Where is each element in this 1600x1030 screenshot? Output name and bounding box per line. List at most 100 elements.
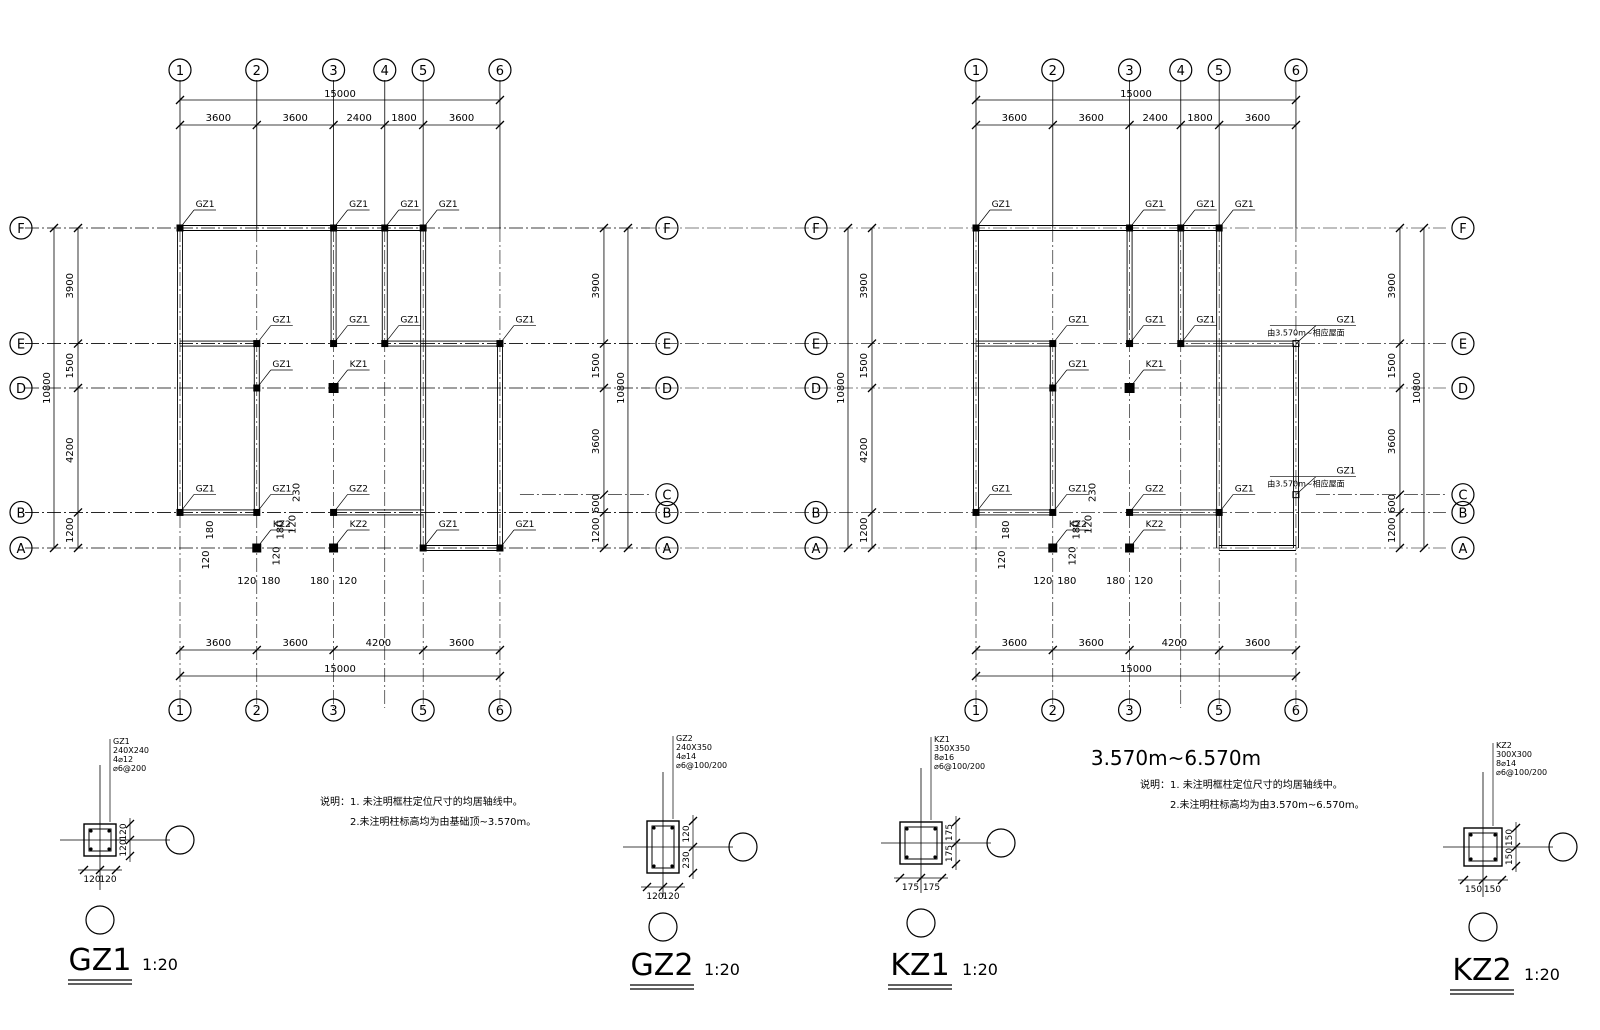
column-tag: GZ2 (349, 484, 368, 494)
leader-line (256, 369, 272, 389)
axis-bubble (1207, 58, 1231, 82)
leader-line (499, 325, 515, 344)
axis-label: E (17, 338, 25, 353)
dimension-text: 120 (662, 892, 679, 902)
axis-bubble (804, 500, 828, 525)
dimension-text: 120 (119, 839, 129, 856)
rebar-dot (1469, 833, 1473, 837)
axis-label: D (1458, 382, 1468, 397)
dimension-text: 3600 (1387, 429, 1398, 454)
note-block-2: 说明：1. 未注明框柱定位尺寸的均居轴线中。2.未注明柱标高均为由3.570m~… (1140, 778, 1365, 811)
axis-label: F (663, 222, 670, 237)
axis-label: 4 (1177, 64, 1185, 79)
axis-label: C (662, 489, 671, 504)
dimension-text: 4200 (859, 437, 870, 462)
dimension-text: 2400 (346, 113, 371, 124)
column-tag: GZ1 (1068, 316, 1087, 326)
dimension-text: 10800 (836, 372, 847, 404)
axis-label: A (1458, 542, 1467, 557)
dimension-text: 3600 (1078, 638, 1103, 649)
dimension-text: 120 (338, 576, 357, 587)
rebar-dot (933, 855, 937, 859)
leader-line (256, 494, 272, 513)
axis-label: E (1459, 338, 1467, 353)
note-block-1: 说明：1. 未注明框柱定位尺寸的均居轴线中。2.未注明柱标高均为由基础顶~3.5… (320, 795, 536, 828)
axis-bubble (245, 698, 269, 722)
axis-bubble (1041, 58, 1065, 82)
dimension-text: 10800 (1412, 372, 1423, 404)
column-tag: GZ1 (400, 316, 419, 326)
section-spec-text: ⌀6@100/200 (1496, 768, 1547, 777)
column-tag: GZ1 (992, 484, 1011, 494)
dimension-text: 120 (1068, 546, 1079, 565)
dimension-text: 120 (1033, 576, 1052, 587)
note-text: 2.未注明柱标高均为由基础顶~3.570m。 (350, 815, 536, 828)
dimension-text: 3600 (591, 429, 602, 454)
axis-label: 1 (176, 64, 184, 79)
leader-line (975, 209, 991, 229)
dimension-text: 4200 (65, 437, 76, 462)
axis-bubble (168, 698, 192, 722)
plan-subtitle: 3.570m~6.570m (1091, 746, 1261, 770)
axis-label: 3 (1125, 704, 1133, 719)
leader-line (179, 494, 195, 513)
rebar-dot (905, 855, 909, 859)
column-tag: GZ1 (196, 200, 215, 210)
axis-label: 6 (1292, 64, 1300, 79)
dimension-text: 120 (272, 546, 283, 565)
axis-bubble (411, 698, 435, 722)
rebar-dot (670, 864, 674, 868)
section-scale: 1:20 (962, 960, 998, 979)
axis-bubble (488, 698, 512, 722)
column-tag: GZ1 (1145, 200, 1164, 210)
axis-bubble (655, 500, 679, 525)
column-tag: KZ2 (1069, 520, 1087, 530)
rebar-dot (107, 847, 111, 851)
dimension-text: 3600 (449, 113, 474, 124)
leader-line (422, 529, 438, 549)
column-tag: GZ2 (1145, 484, 1164, 494)
axis-bubble (986, 828, 1016, 858)
axis-label: C (1458, 489, 1467, 504)
section-spec-text: 350X350 (934, 744, 970, 753)
dimension-text: 3900 (591, 273, 602, 298)
column-tag: KZ1 (350, 360, 368, 370)
column-tag: GZ1 (1337, 316, 1356, 326)
axis-bubble (321, 58, 346, 82)
section-spec-text: GZ2 (676, 734, 693, 743)
axis-bubble (1117, 698, 1142, 722)
section-title: GZ2 (631, 948, 694, 983)
column-tag: KZ1 (1146, 360, 1164, 370)
leader-line (1129, 494, 1144, 513)
dimension-text: 180 (1057, 576, 1076, 587)
axis-label: 2 (1049, 64, 1057, 79)
axis-label: E (663, 338, 671, 353)
rebar-dot (670, 826, 674, 830)
axis-bubble (488, 58, 512, 82)
axis-label: 2 (253, 704, 261, 719)
axis-label: 5 (419, 64, 427, 79)
column-tag: GZ1 (516, 520, 535, 530)
axis-bubble (245, 58, 269, 82)
axis-bubble (804, 331, 828, 356)
section-spec-text: 8⌀14 (1496, 759, 1516, 768)
leader-line (1052, 325, 1068, 344)
dimension-text: 150 (1505, 829, 1515, 846)
axis-label: 4 (381, 64, 389, 79)
axis-bubble (964, 698, 988, 722)
section-spec-text: 240X240 (113, 746, 149, 755)
rebar-dot (652, 826, 656, 830)
dimension-text: 3600 (206, 638, 231, 649)
leader-line (333, 529, 348, 549)
column-tag: GZ1 (1196, 316, 1215, 326)
axis-label: 5 (1215, 704, 1223, 719)
axis-bubble (85, 905, 115, 935)
axis-bubble (1041, 698, 1065, 722)
leader-line (384, 325, 400, 344)
column-tag: GZ1 (349, 200, 368, 210)
